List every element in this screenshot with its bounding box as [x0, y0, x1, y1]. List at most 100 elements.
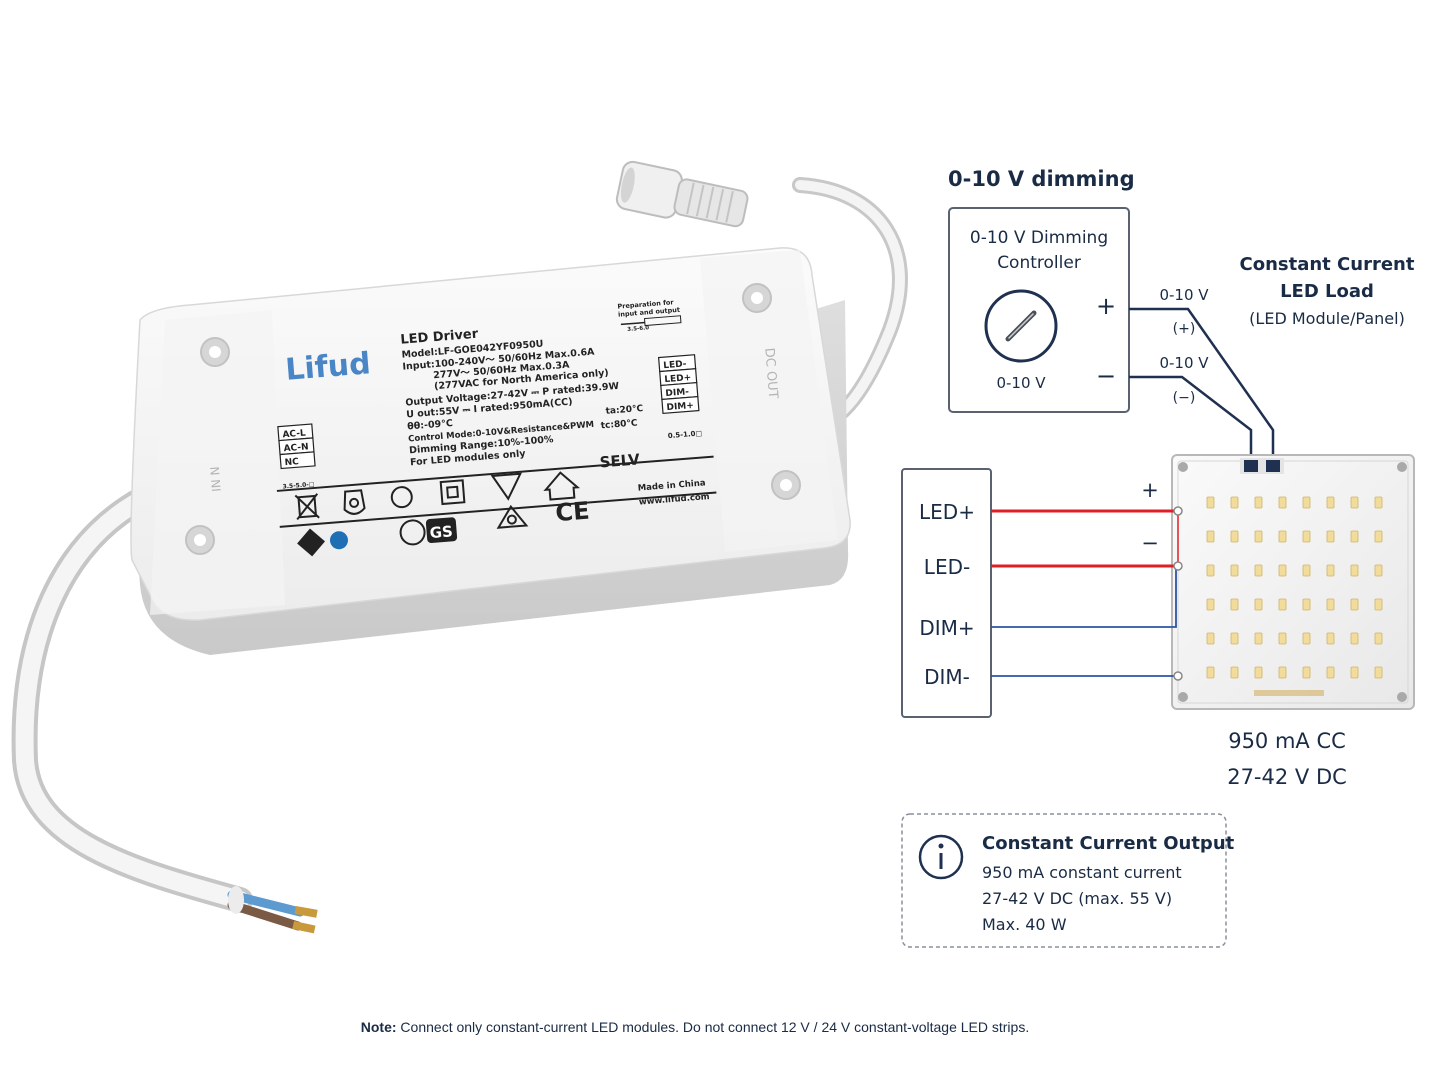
led-chip	[1278, 598, 1287, 611]
led-chip	[1230, 598, 1239, 611]
note-label: Note:	[360, 1019, 397, 1035]
in-side-label: IN N	[208, 466, 224, 492]
output-plus-sign: +	[1141, 478, 1159, 502]
solder-pad	[1173, 671, 1183, 681]
input-terminal-note: 3.5-5.0-□	[282, 481, 314, 490]
output-terminal-label: LED+	[664, 373, 692, 385]
terminal-wires	[991, 506, 1183, 681]
minus-wire-label: 0-10 V	[1159, 354, 1209, 372]
led-chip	[1302, 632, 1311, 645]
led-chip	[1230, 666, 1239, 679]
input-terminal-label: AC-L	[282, 428, 306, 440]
led-chip	[1374, 564, 1383, 577]
led-chip	[1254, 666, 1263, 679]
led-chip	[1374, 530, 1383, 543]
terminal-wire	[991, 566, 1177, 628]
led-chip	[1302, 564, 1311, 577]
dimmer-knob-icon[interactable]	[984, 289, 1058, 363]
temp-text: θθ:-09°C	[407, 418, 453, 433]
led-chip	[1326, 598, 1335, 611]
brand-logo: Lifud	[284, 346, 372, 388]
led-chip	[1374, 598, 1383, 611]
led-chip	[1206, 564, 1215, 577]
info-title: Constant Current Output	[982, 833, 1235, 854]
led-chip	[1326, 496, 1335, 509]
class-ii-icon	[439, 479, 466, 506]
led-chip	[1326, 666, 1335, 679]
gs-mark-icon: GS	[399, 517, 458, 546]
signal-wire-plus	[1129, 307, 1275, 460]
terminal-labels: LED+LED-DIM+DIM-	[919, 500, 975, 689]
output-terminal-label: DIM-	[665, 387, 689, 399]
info-line-3: Max. 40 W	[982, 915, 1067, 934]
furniture-mount-icon	[490, 472, 522, 501]
dimming-section: 0-10 V dimming 0-10 V Dimming Controller…	[948, 167, 1275, 460]
led-chip	[1302, 598, 1311, 611]
output-terminal-cell	[661, 395, 700, 415]
led-panel	[1171, 454, 1415, 710]
solder-pad	[1173, 561, 1183, 571]
led-chip	[1278, 530, 1287, 543]
signal-wire-minus	[1129, 375, 1253, 460]
terminal-label: LED+	[919, 500, 975, 524]
led-chip	[1326, 632, 1335, 645]
minus-wire-sign: (−)	[1173, 390, 1196, 406]
terminal-section: LED+LED-DIM+DIM- + −	[901, 468, 1183, 718]
led-chip	[1302, 496, 1311, 509]
led-chip-grid	[1206, 496, 1383, 679]
controller-label-2: Controller	[997, 253, 1081, 273]
info-box: Constant Current Output 950 mA constant …	[901, 813, 1235, 948]
led-chip	[1278, 632, 1287, 645]
controller-minus: −	[1096, 362, 1116, 390]
led-chip	[1206, 632, 1215, 645]
terminal-label: DIM+	[919, 616, 974, 640]
led-chip	[1254, 598, 1263, 611]
tc-text: tc:80°C	[600, 418, 638, 431]
input-terminal-cell	[279, 451, 316, 470]
led-chip	[1350, 496, 1359, 509]
rcm-icon	[496, 504, 529, 529]
footer-note: Note: Connect only constant-current LED …	[0, 1019, 1390, 1035]
led-chip	[1254, 530, 1263, 543]
plus-wire-label: 0-10 V	[1159, 286, 1209, 304]
led-chip	[1230, 632, 1239, 645]
info-line-2: 27-42 V DC (max. 55 V)	[982, 889, 1172, 908]
load-section: Constant Current LED Load (LED Module/Pa…	[1171, 254, 1415, 789]
controller-plus: +	[1096, 292, 1116, 320]
output-minus-sign: −	[1141, 531, 1159, 555]
led-chip	[1350, 530, 1359, 543]
ta-text: ta:20°C	[605, 404, 644, 417]
led-chip	[1350, 632, 1359, 645]
output-terminal-label: DIM+	[666, 401, 694, 413]
output-terminal-block: LED-LED+DIM-DIM+	[657, 354, 700, 415]
led-chip	[1350, 598, 1359, 611]
cable-wires	[227, 886, 318, 934]
product-name: LED Driver	[400, 327, 479, 348]
led-chip	[1326, 530, 1335, 543]
thermal-protection-icon	[343, 489, 366, 515]
led-chip	[1278, 496, 1287, 509]
led-chip	[1350, 666, 1359, 679]
input-terminal-label: AC-N	[283, 442, 309, 454]
led-chip	[1374, 632, 1383, 645]
prep-text-3: 3.5-6.0	[627, 325, 649, 333]
terminal-block	[901, 468, 992, 718]
home-icon	[543, 471, 581, 501]
led-chip	[1206, 496, 1215, 509]
input-terminal-block: AC-LAC-NNC	[277, 423, 316, 470]
led-chip	[1278, 666, 1287, 679]
info-icon	[918, 834, 964, 880]
dimming-title: 0-10 V dimming	[948, 167, 1135, 191]
led-chip	[1230, 564, 1239, 577]
terminal-label: DIM-	[924, 665, 970, 689]
load-title-2: LED Load	[1280, 281, 1374, 302]
dc-connector	[615, 160, 749, 228]
led-chip	[1374, 496, 1383, 509]
led-chip	[1374, 666, 1383, 679]
selv-mark: SELV	[599, 450, 641, 471]
load-title-3: (LED Module/Panel)	[1249, 309, 1405, 328]
led-chip	[1350, 564, 1359, 577]
eac-mark-icon	[297, 528, 348, 557]
led-chip	[1206, 530, 1215, 543]
